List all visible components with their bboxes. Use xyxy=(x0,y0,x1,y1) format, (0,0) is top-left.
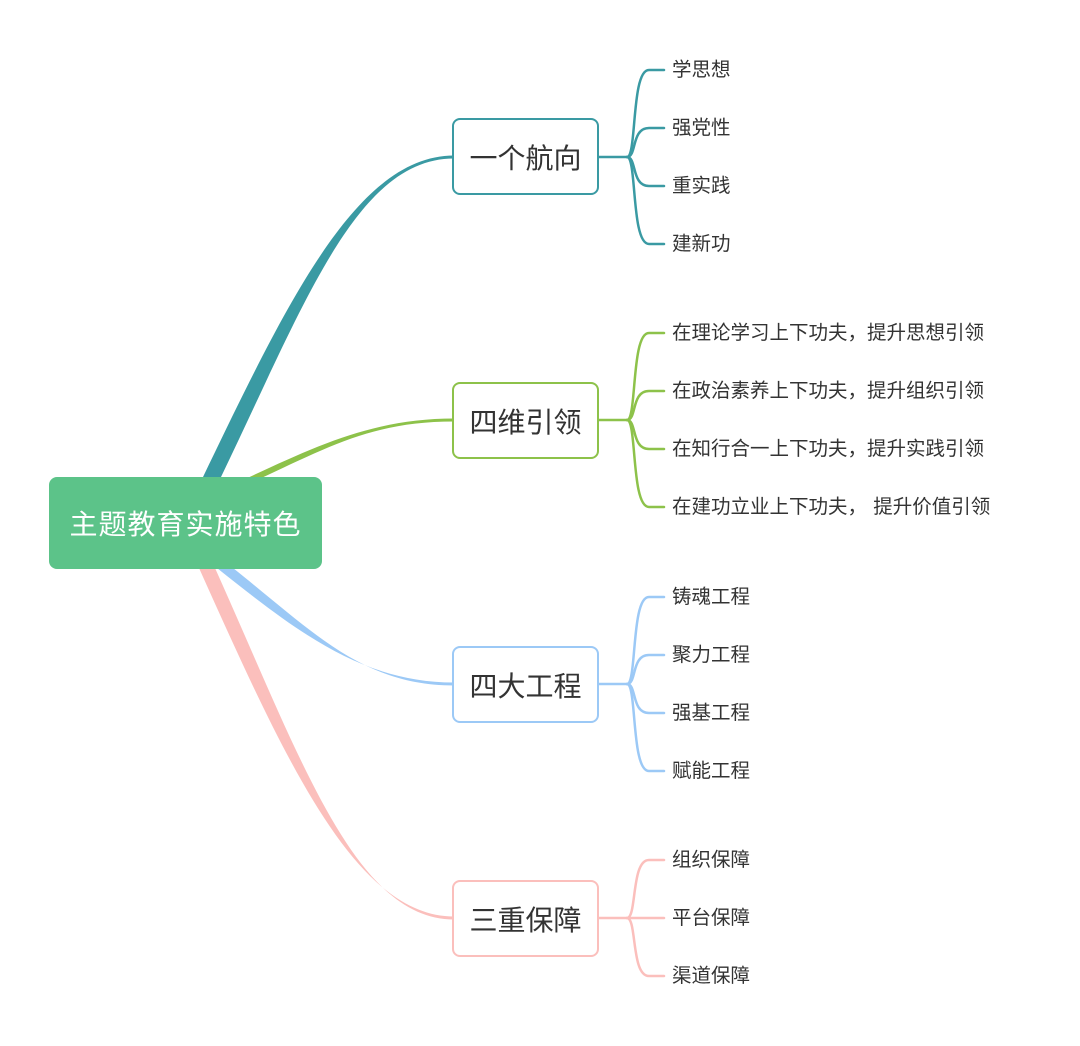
main-connector xyxy=(243,418,454,480)
main-connector xyxy=(199,568,454,920)
leaf-topic[interactable]: 重实践 xyxy=(672,174,731,197)
leaf-topic[interactable]: 渠道保障 xyxy=(672,964,751,987)
leaf-topic[interactable]: 强党性 xyxy=(672,116,731,139)
leaf-connector xyxy=(625,682,666,773)
leaf-topic[interactable]: 组织保障 xyxy=(672,848,751,871)
leaf-connector xyxy=(625,858,666,920)
leaf-topic[interactable]: 在知行合一上下功夫，提升实践引领 xyxy=(672,437,985,460)
leaf-connector xyxy=(625,126,666,159)
leaf-connector xyxy=(625,595,666,686)
branch-label: 四维引领 xyxy=(469,405,582,439)
leaf-topic[interactable]: 在理论学习上下功夫，提升思想引领 xyxy=(672,321,985,344)
leaf-topic[interactable]: 赋能工程 xyxy=(672,759,751,782)
leaf-topic[interactable]: 在建功立业上下功夫， 提升价值引领 xyxy=(672,495,991,518)
leaf-connector xyxy=(625,916,666,978)
leaf-topic[interactable]: 学思想 xyxy=(672,58,731,81)
branch-topic-triple-guarantee[interactable]: 三重保障 xyxy=(452,880,599,957)
leaf-connector xyxy=(625,418,666,509)
branch-topic-navigation[interactable]: 一个航向 xyxy=(452,118,599,195)
leaf-topic[interactable]: 建新功 xyxy=(672,232,731,255)
leaf-topic[interactable]: 强基工程 xyxy=(672,701,751,724)
leaf-topic[interactable]: 聚力工程 xyxy=(672,643,751,666)
leaf-topic[interactable]: 铸魂工程 xyxy=(672,585,751,608)
branch-topic-four-dimension-guidance[interactable]: 四维引领 xyxy=(452,382,599,459)
root-topic-label: 主题教育实施特色 xyxy=(69,508,302,541)
leaf-connector xyxy=(625,389,666,422)
leaf-connector xyxy=(625,155,666,246)
leaf-topic[interactable]: 在政治素养上下功夫，提升组织引领 xyxy=(672,379,985,402)
leaf-topic[interactable]: 平台保障 xyxy=(672,906,751,929)
branch-label: 一个航向 xyxy=(469,141,582,175)
branch-label: 四大工程 xyxy=(469,669,582,703)
main-connector xyxy=(217,568,454,686)
leaf-connector xyxy=(625,68,666,159)
leaf-connector xyxy=(625,653,666,686)
branch-label: 三重保障 xyxy=(469,903,582,937)
leaf-connector xyxy=(625,331,666,422)
main-connector xyxy=(203,155,454,477)
root-topic[interactable]: 主题教育实施特色 xyxy=(49,477,322,569)
branch-topic-four-projects[interactable]: 四大工程 xyxy=(452,646,599,723)
